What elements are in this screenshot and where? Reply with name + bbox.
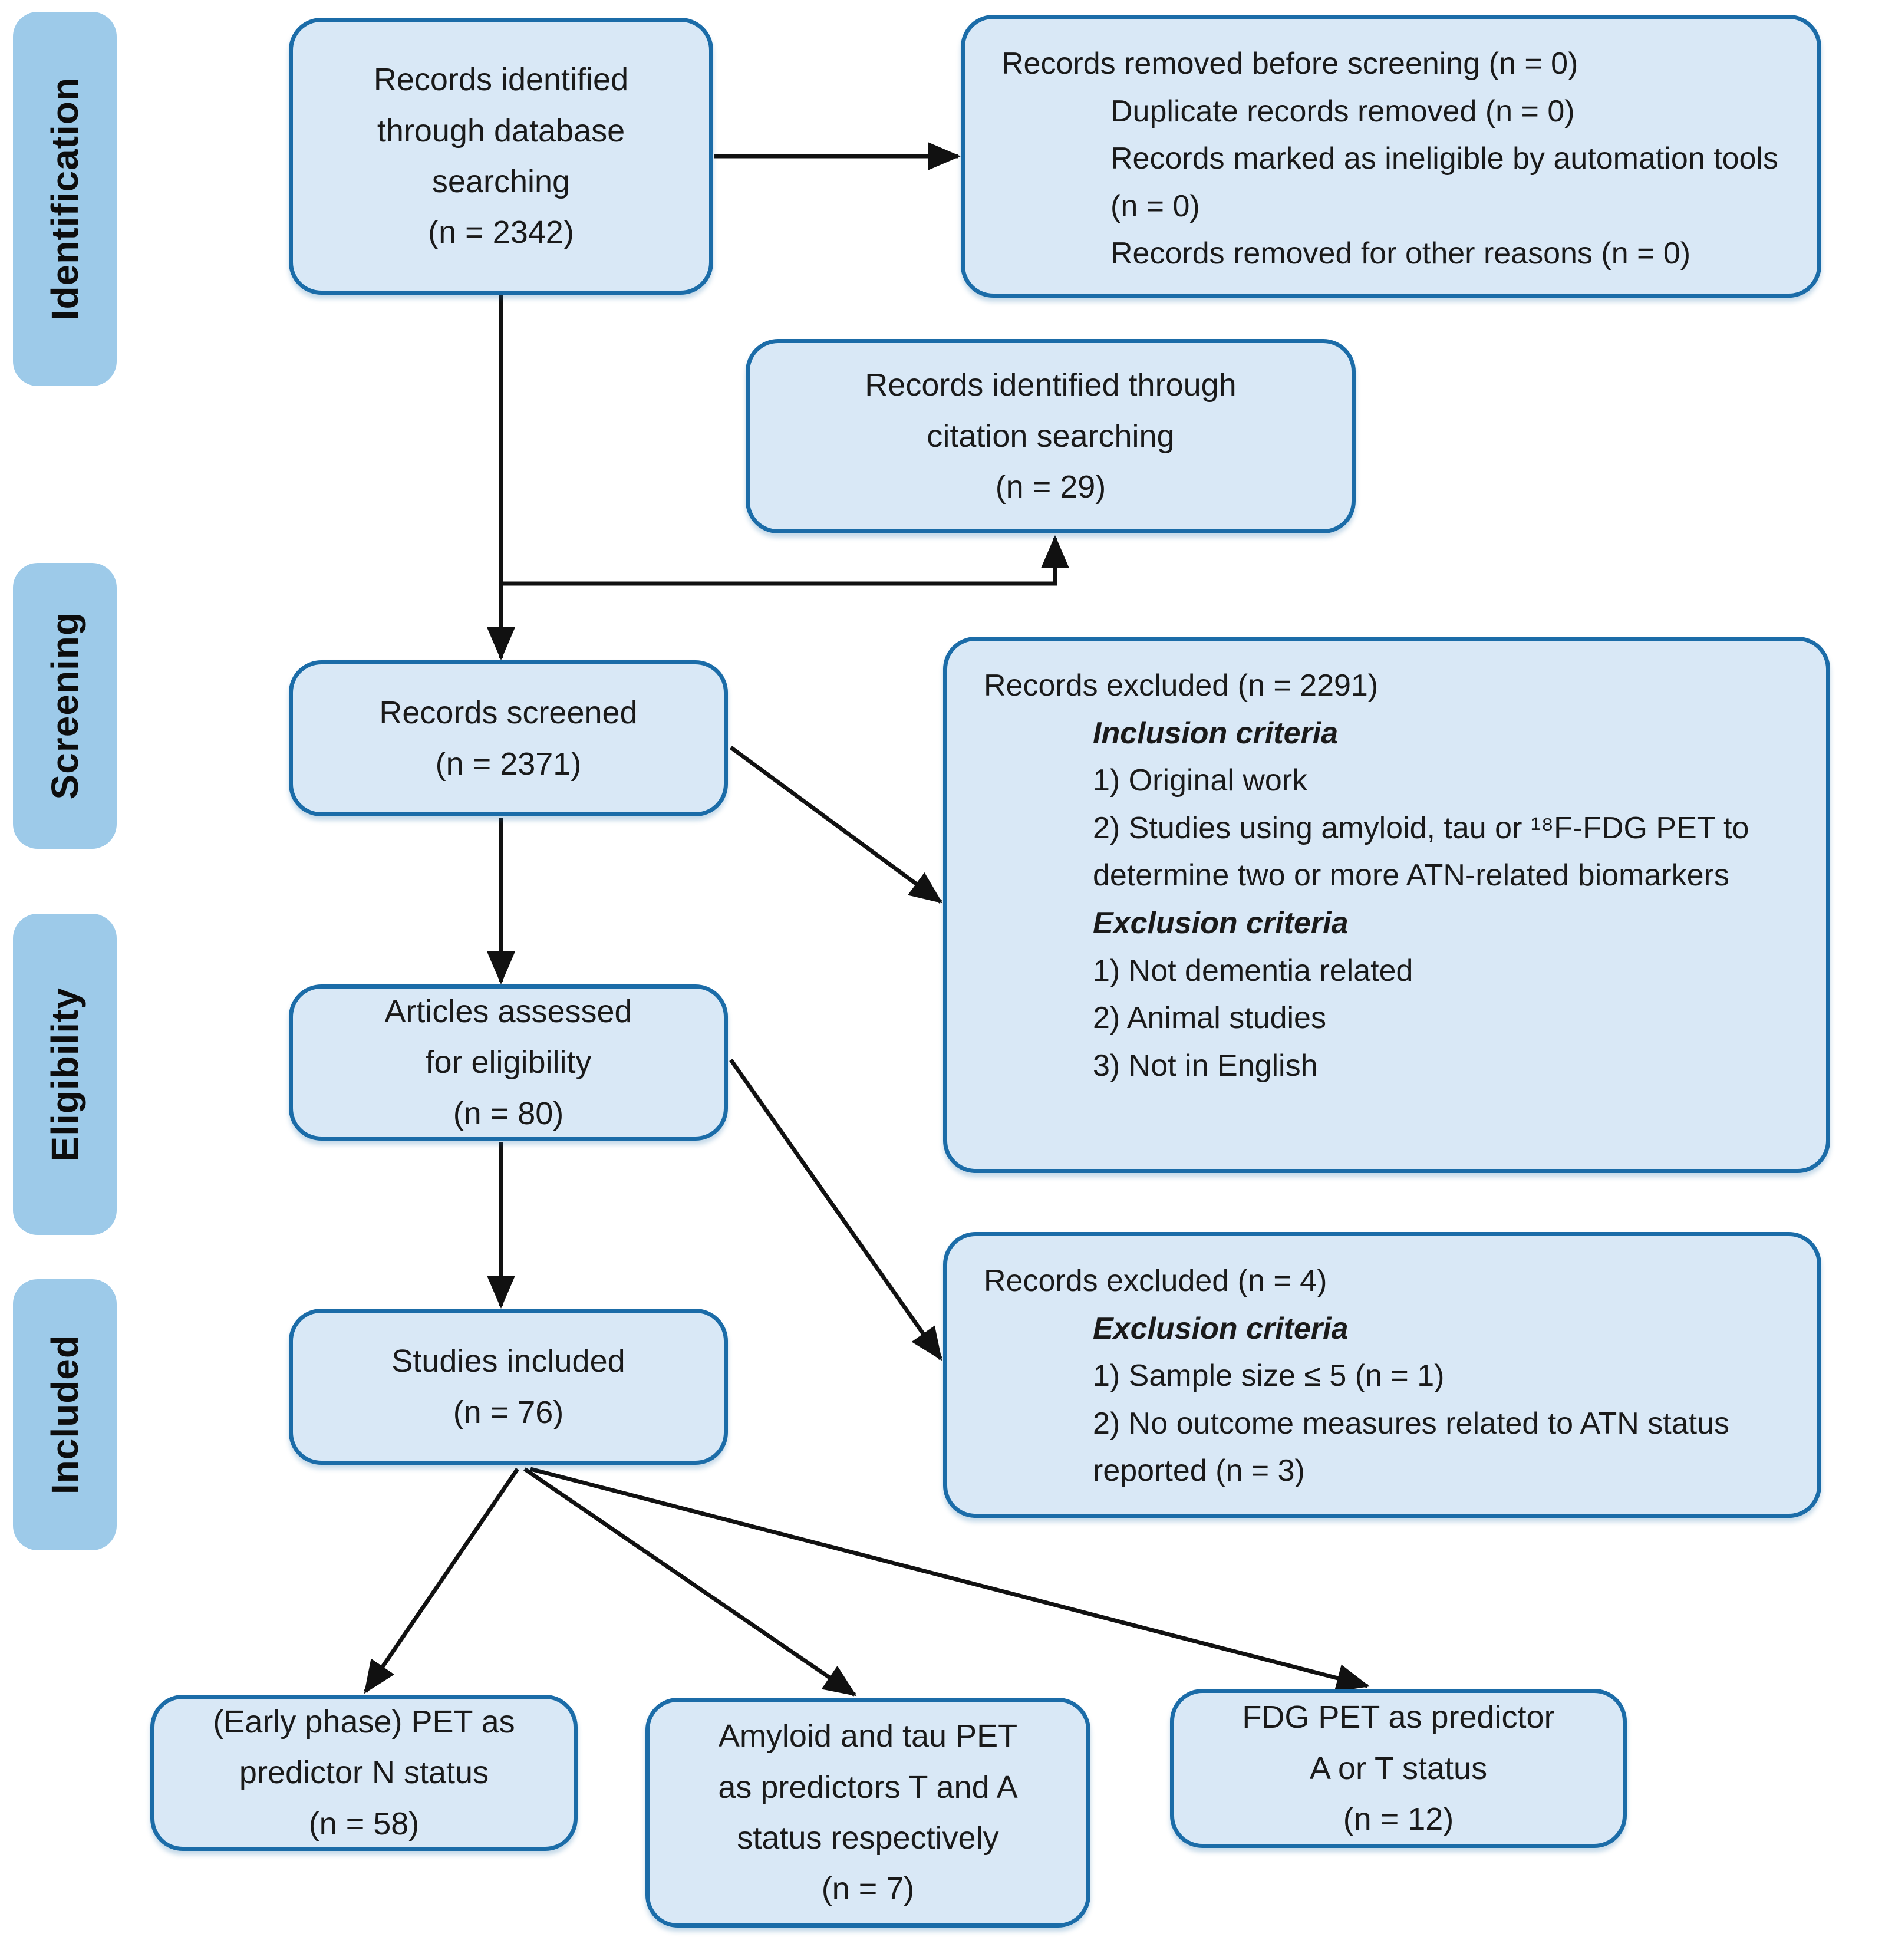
stage-included-label: Included — [44, 1335, 86, 1495]
arrow-assessed-to-excluded — [729, 1058, 942, 1361]
amyloid-tau-pet-label: Amyloid and tau PET as predictors T and … — [718, 1718, 1018, 1856]
exclusion-criteria-heading: Exclusion criteria — [1093, 1311, 1349, 1346]
exclusion-criteria-item: 1) Not dementia related — [1093, 953, 1413, 988]
stage-eligibility-label: Eligibility — [44, 987, 86, 1162]
box-amyloid-tau-pet: Amyloid and tau PET as predictors T and … — [645, 1698, 1090, 1928]
arrow-included-to-amyloid-tau-pet — [523, 1467, 857, 1697]
fdg-pet-label: FDG PET as predictor A or T status — [1242, 1699, 1555, 1786]
box-citation-searching: Records identified through citation sear… — [746, 339, 1356, 533]
inclusion-criteria-item: 1) Original work — [1093, 763, 1308, 798]
box-articles-assessed: Articles assessed for eligibility (n = 8… — [289, 984, 728, 1141]
records-screened-count: (n = 2371) — [435, 746, 582, 782]
citation-searching-count: (n = 29) — [995, 469, 1106, 505]
articles-assessed-count: (n = 80) — [453, 1095, 564, 1131]
exclusion-criteria-item: 1) Sample size ≤ 5 (n = 1) — [1093, 1359, 1445, 1394]
stage-included: Included — [13, 1279, 117, 1550]
records-removed-item: Records removed for other reasons (n = 0… — [1110, 236, 1691, 271]
records-removed-title: Records removed before screening (n = 0) — [1001, 47, 1578, 81]
exclusion-criteria-item: 3) Not in English — [1093, 1048, 1318, 1083]
box-records-screened: Records screened (n = 2371) — [289, 660, 728, 816]
stage-screening: Screening — [13, 563, 117, 849]
early-phase-pet-count: (n = 58) — [308, 1806, 420, 1842]
box-records-excluded-screening: Records excluded (n = 2291) Inclusion cr… — [943, 637, 1830, 1173]
box-studies-included: Studies included (n = 76) — [289, 1309, 728, 1465]
arrow-identified-to-citation — [501, 535, 1069, 586]
inclusion-criteria-heading: Inclusion criteria — [1093, 716, 1339, 750]
box-records-removed: Records removed before screening (n = 0)… — [961, 15, 1821, 298]
stage-eligibility: Eligibility — [13, 914, 117, 1235]
records-removed-item: Records marked as ineligible by automati… — [1110, 141, 1779, 223]
box-records-identified: Records identified through database sear… — [289, 18, 713, 295]
stage-identification-label: Identification — [44, 77, 86, 321]
citation-searching-label: Records identified through citation sear… — [865, 367, 1237, 454]
excluded-screening-title: Records excluded (n = 2291) — [984, 668, 1379, 703]
early-phase-pet-label: (Early phase) PET as predictor N status — [213, 1704, 515, 1791]
inclusion-criteria-item: 2) Studies using amyloid, tau or ¹⁸F-FDG… — [1093, 811, 1749, 893]
arrow-screened-to-excluded — [729, 746, 943, 904]
exclusion-criteria-item: 2) No outcome measures related to ATN st… — [1093, 1406, 1729, 1488]
fdg-pet-count: (n = 12) — [1343, 1801, 1454, 1837]
box-early-phase-pet: (Early phase) PET as predictor N status … — [150, 1695, 578, 1851]
records-screened-label: Records screened — [379, 695, 638, 731]
records-removed-item: Duplicate records removed (n = 0) — [1110, 94, 1575, 129]
box-records-excluded-eligibility: Records excluded (n = 4) Exclusion crite… — [943, 1232, 1821, 1518]
studies-included-count: (n = 76) — [453, 1394, 564, 1430]
records-identified-label: Records identified through database sear… — [373, 62, 629, 199]
excluded-eligibility-title: Records excluded (n = 4) — [984, 1264, 1327, 1298]
articles-assessed-label: Articles assessed for eligibility — [384, 993, 632, 1081]
box-fdg-pet: FDG PET as predictor A or T status (n = … — [1170, 1689, 1627, 1848]
stage-identification: Identification — [13, 12, 117, 386]
arrow-included-to-early-phase-pet — [364, 1468, 519, 1694]
studies-included-label: Studies included — [391, 1343, 625, 1379]
records-identified-count: (n = 2342) — [428, 215, 574, 251]
amyloid-tau-pet-count: (n = 7) — [821, 1871, 915, 1907]
stage-screening-label: Screening — [44, 612, 86, 800]
exclusion-criteria-item: 2) Animal studies — [1093, 1001, 1326, 1036]
exclusion-criteria-heading: Exclusion criteria — [1093, 905, 1349, 940]
